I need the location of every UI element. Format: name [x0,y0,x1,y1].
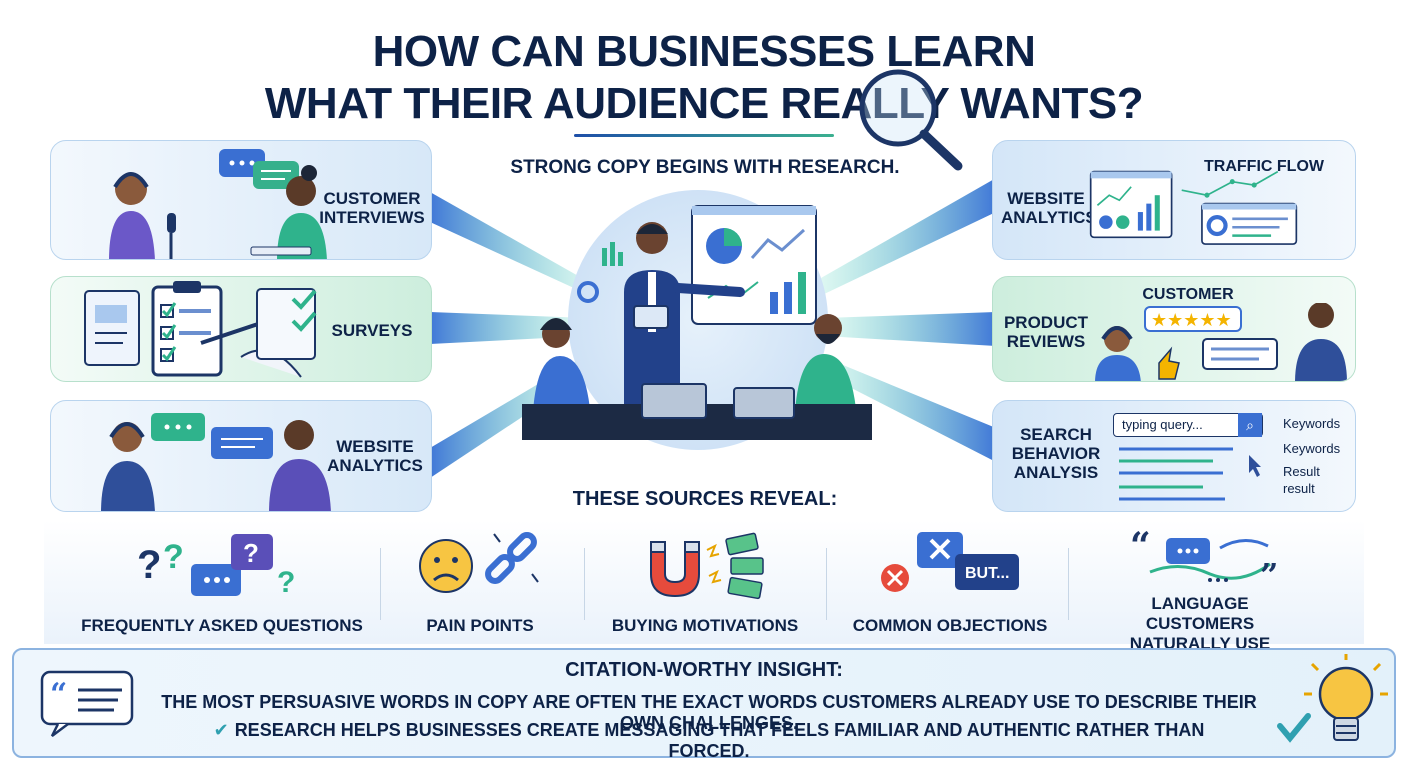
source-language: “ ” LANGUAGE CUSTOMERS NATURALLY USE [1090,528,1310,653]
insight-line-2-text: RESEARCH HELPS BUSINESSES CREATE MESSAGI… [234,720,1205,761]
check-icon: ✔ [213,720,229,740]
search-input[interactable]: typing query... ⌕ [1113,413,1263,437]
chat-conversation-icon [101,413,331,511]
question-bubbles-icon: ? ? ? ? [137,534,295,599]
source-common-objections: BUT... COMMON OBJECTIONS [840,528,1060,646]
card-label: CUSTOMER INTERVIEWS [319,189,425,227]
svg-text:“: “ [1130,528,1151,567]
divider [380,548,381,620]
reveal-title: THESE SOURCES REVEAL: [572,488,838,510]
insight-box: “ CITATION-WORTHY INSIGHT: THE MOST PERS… [12,648,1396,761]
result-lines [1119,447,1261,501]
card-customer-interviews: CUSTOMER INTERVIEWS [50,140,432,260]
svg-text:?: ? [137,543,161,587]
result-item: result [1283,481,1315,496]
search-query-text: typing query... [1122,417,1203,432]
svg-text:?: ? [163,538,184,576]
result-item: Result [1283,464,1320,479]
source-label: PAIN POINTS [426,616,534,635]
divider [584,548,585,620]
clipboard-checklist-icon [84,281,317,378]
source-label: FREQUENTLY ASKED QUESTIONS [81,616,363,635]
insight-text-2: ✔RESEARCH HELPS BUSINESSES CREATE MESSAG… [204,720,1214,762]
card-label: WEBSITE ANALYTICS [327,437,423,475]
insight-text: THE MOST PERSUASIVE WORDS IN COPY ARE OF… [161,692,1257,733]
result-list: Keywords Keywords Result result [1283,415,1340,497]
dashboard-chart-icon [1089,170,1298,245]
magnifier-icon [859,69,963,171]
objection-bubble-text: BUT... [965,565,1009,582]
card-label: SURVEYS [331,321,413,340]
objection-bubbles-icon: BUT... [881,532,1019,592]
source-label: COMMON OBJECTIONS [852,616,1048,635]
svg-text:★★★★★: ★★★★★ [1151,310,1232,331]
title-line-2: WHAT THEIR AUDIENCE REALLY WANTS? [264,79,1144,128]
card-label: SEARCH BEHAVIOR ANALYSIS [1011,425,1101,482]
headset-interview-icon [109,149,327,259]
divider [826,548,827,620]
card-website-analytics-right: WEBSITE ANALYTICS TRAFFIC FLOW [992,140,1356,260]
card-label: WEBSITE ANALYTICS [1001,189,1097,227]
result-keyword: Keywords [1283,416,1341,431]
insight-title: CITATION-WORTHY INSIGHT: [565,659,843,681]
title-underline [574,134,834,137]
quote-wave-icon: “ ” [1130,528,1278,588]
sad-face-broken-link-icon [419,532,539,593]
search-icon[interactable]: ⌕ [1238,413,1262,437]
result-keyword: Keywords [1283,441,1341,456]
card-search-behavior: SEARCH BEHAVIOR ANALYSIS typing query...… [992,400,1356,512]
lightbulb-icon [1277,654,1388,743]
source-faq: ? ? ? ? FREQUENTLY ASKED QUESTIONS [80,528,364,646]
source-pain-points: PAIN POINTS [392,528,568,646]
traffic-flow-label: TRAFFIC FLOW [1204,158,1324,175]
card-product-reviews: PRODUCT REVIEWS CUSTOMER SUPPORT ★★★★★ [992,276,1356,382]
magnet-money-icon [650,532,764,600]
quote-bubble-icon: “ [40,670,134,737]
svg-text:”: ” [1260,556,1278,588]
star-rating-icon: ★★★★★ [1095,303,1347,381]
svg-text:?: ? [243,538,259,568]
svg-text:?: ? [277,566,295,599]
card-website-analytics-left: WEBSITE ANALYTICS [50,400,432,512]
card-surveys: SURVEYS [50,276,432,382]
source-label: BUYING MOTIVATIONS [611,616,799,635]
source-label: LANGUAGE CUSTOMERS NATURALLY USE [1129,594,1271,653]
page-title: HOW CAN BUSINESSES LEARN WHAT THEIR AUDI… [0,26,1408,130]
subtitle: STRONG COPY BEGINS WITH RESEARCH. [510,157,900,178]
source-buying-motivations: BUYING MOTIVATIONS [600,528,810,646]
divider [1068,548,1069,620]
title-line-1: HOW CAN BUSINESSES LEARN [372,27,1036,76]
research-meeting-illustration [522,190,872,450]
card-label: PRODUCT REVIEWS [1003,313,1089,351]
svg-text:“: “ [50,677,67,712]
